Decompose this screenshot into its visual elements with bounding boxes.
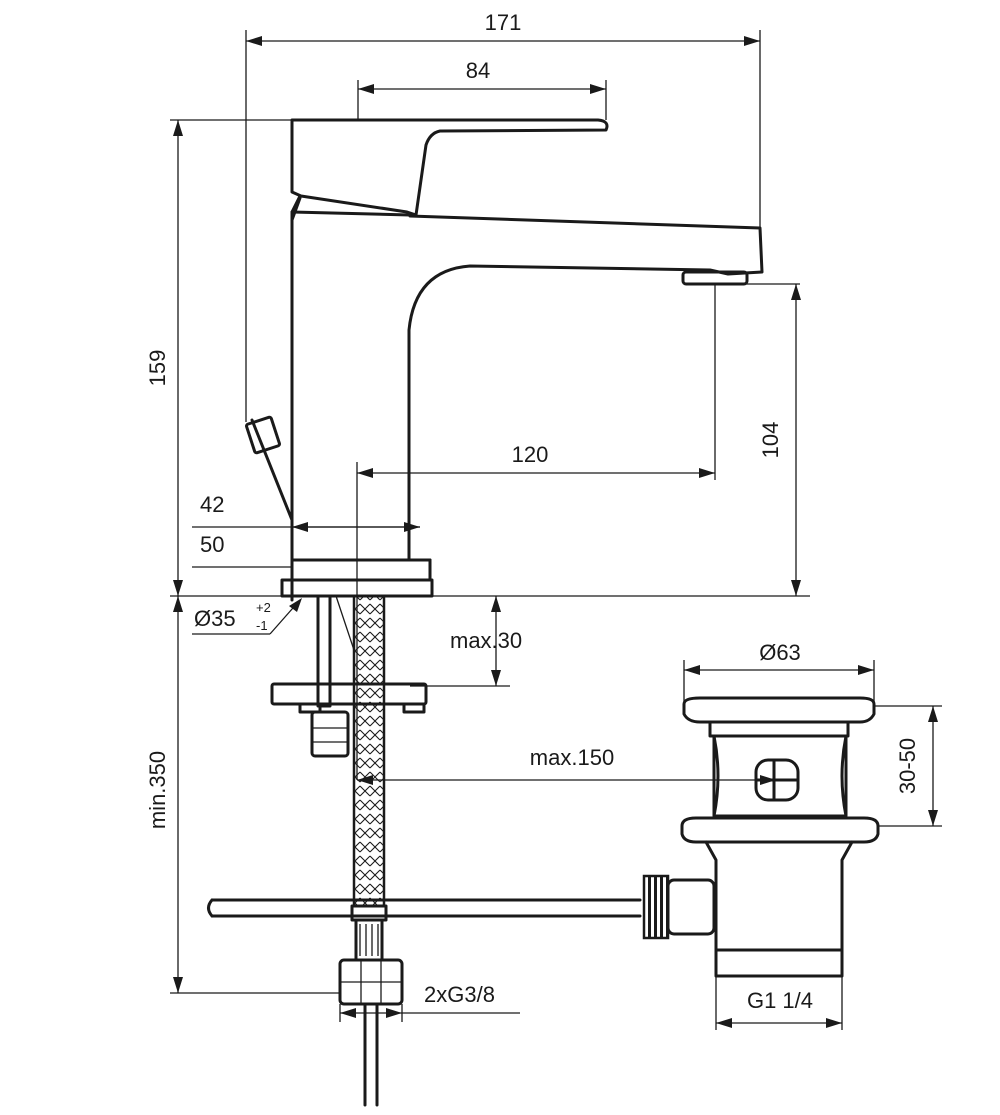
tap-body	[245, 118, 764, 602]
label-max-rod: max.150	[530, 745, 614, 770]
label-total-width: 171	[485, 10, 522, 35]
label-hole-tol-minus: -1	[256, 618, 268, 633]
lever-handle	[290, 118, 609, 217]
label-connection: 2xG3/8	[424, 982, 495, 1007]
body-left-edge	[290, 194, 302, 602]
base-ring	[290, 558, 432, 582]
mounting-bracket	[270, 682, 428, 706]
label-base-50: 50	[200, 532, 224, 557]
waste-thread	[714, 948, 844, 978]
label-max-deck: max.30	[450, 628, 522, 653]
dimension-labels: 171 84 159 104 120 42 50 Ø35 +2 -1 max.3…	[145, 10, 920, 1013]
hose-ferrule	[350, 904, 388, 922]
label-waste-thread: G1 1/4	[747, 988, 813, 1013]
waste-plug	[682, 696, 876, 724]
fixing-nut	[310, 710, 350, 758]
shank	[316, 594, 332, 708]
label-hole-tol-plus: +2	[256, 600, 271, 615]
pop-up-waste	[642, 696, 880, 978]
waste-flange	[680, 816, 880, 844]
label-projection: 120	[512, 442, 549, 467]
label-waste-diameter: Ø63	[759, 640, 801, 665]
braided-hose	[352, 594, 386, 908]
pop-up-knob	[245, 415, 281, 455]
label-waste-height: 30-50	[895, 738, 920, 794]
waste-body	[712, 734, 848, 818]
rod-connector	[642, 874, 670, 940]
label-spout-height: 104	[758, 422, 783, 459]
dimension-lines	[170, 30, 942, 1030]
spout-body	[290, 210, 764, 562]
pop-up-rod	[207, 898, 642, 918]
under-deck-assembly	[207, 594, 642, 1107]
label-base-42: 42	[200, 492, 224, 517]
label-hole-diameter: Ø35	[194, 606, 236, 631]
label-min-hose: min.350	[145, 751, 170, 829]
label-total-height: 159	[145, 350, 170, 387]
label-lever-length: 84	[466, 58, 490, 83]
